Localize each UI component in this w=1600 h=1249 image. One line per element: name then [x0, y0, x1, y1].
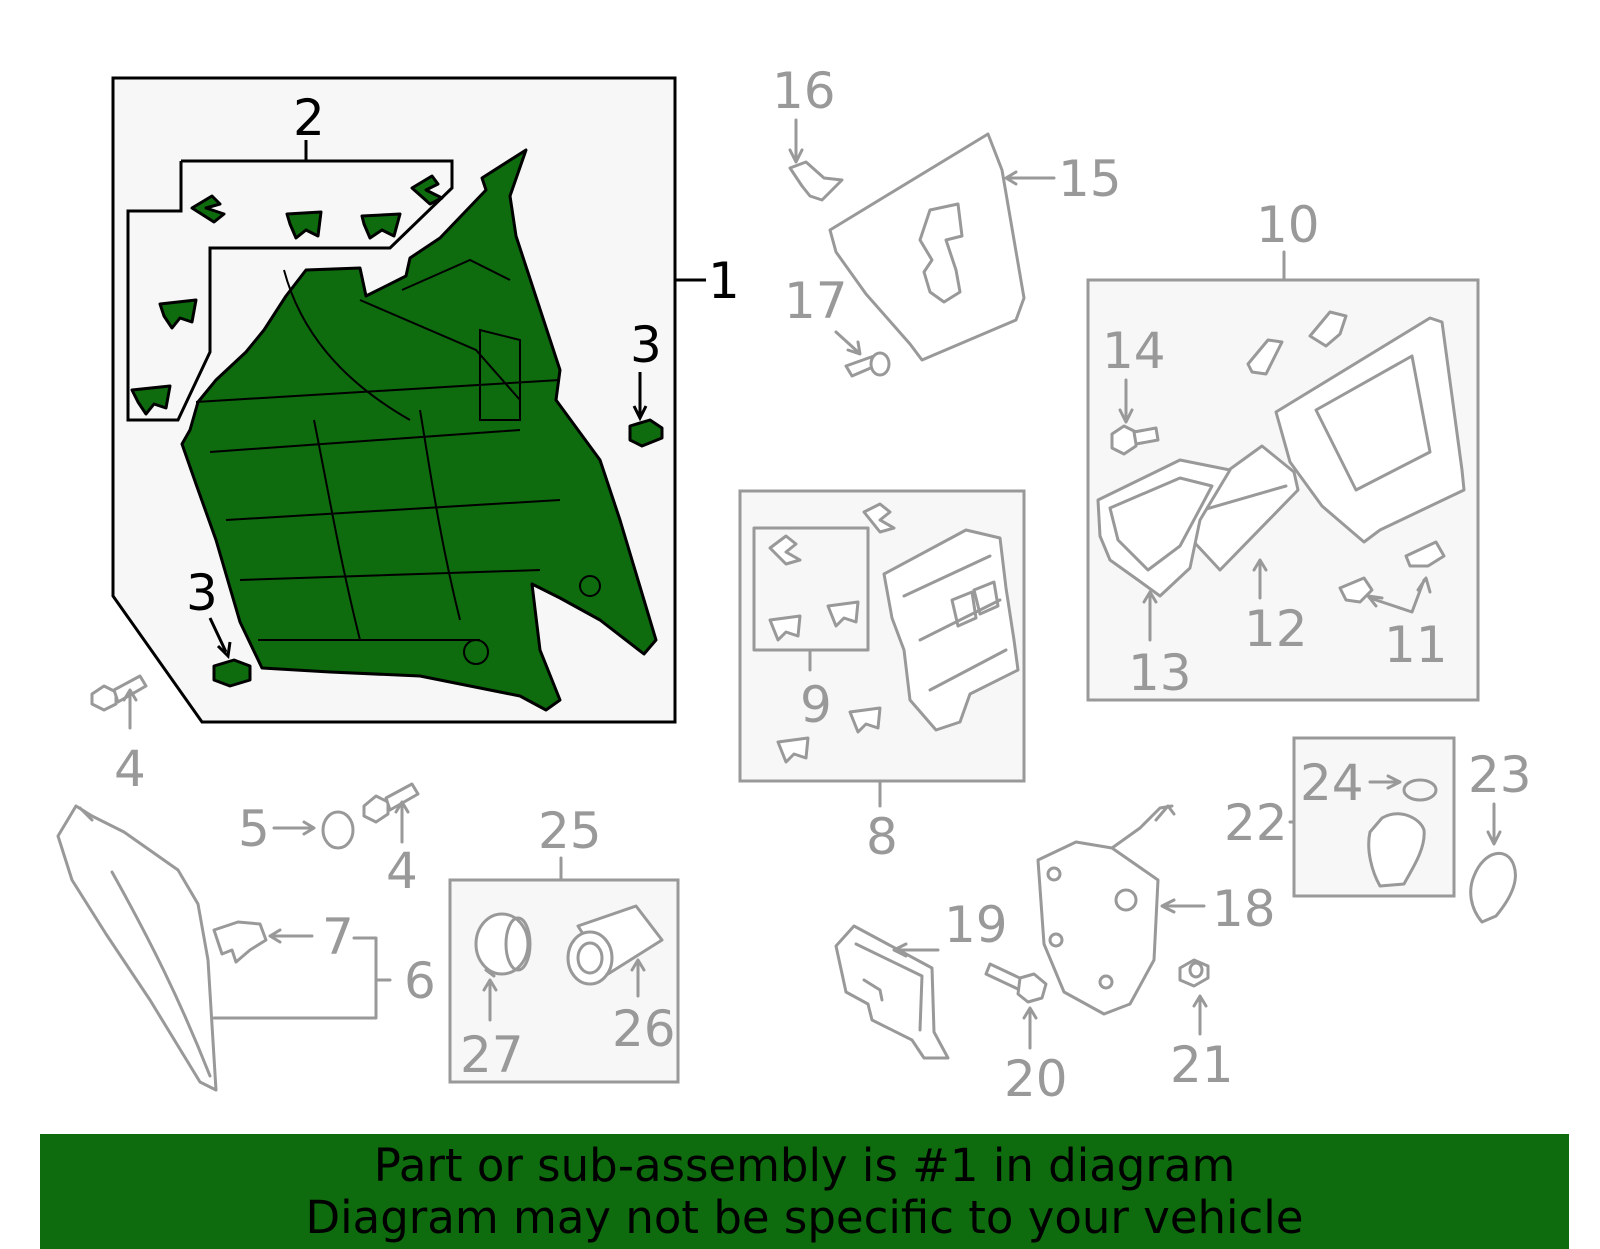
nut-part-3-lower-icon	[212, 658, 252, 688]
callout-22[interactable]: 22	[1224, 794, 1288, 852]
screw-part-17[interactable]: 17	[784, 272, 891, 378]
bolt-part-14-icon	[1110, 424, 1160, 456]
socket-part-26-icon	[566, 904, 664, 986]
callout-2[interactable]: 2	[293, 89, 325, 147]
callout-23[interactable]: 23	[1468, 746, 1532, 804]
callout-25[interactable]: 25	[538, 802, 602, 860]
callout-17[interactable]: 17	[784, 272, 848, 330]
callout-11[interactable]: 11	[1384, 616, 1448, 674]
callout-10[interactable]: 10	[1256, 196, 1320, 254]
bolt-part-4-right[interactable]: 4	[362, 782, 420, 900]
callout-27[interactable]: 27	[460, 1026, 524, 1084]
clip-part-9-icons	[768, 502, 896, 764]
panel-part-1[interactable]	[180, 148, 658, 712]
clip-part-16[interactable]: 16	[772, 62, 844, 202]
callout-20[interactable]: 20	[1004, 1050, 1068, 1108]
callout-26[interactable]: 26	[612, 1000, 676, 1058]
callout-9[interactable]: 9	[800, 676, 832, 734]
clip-part-2-icons	[130, 174, 444, 416]
callout-3-lower[interactable]: 3	[186, 564, 218, 622]
callout-13[interactable]: 13	[1128, 644, 1192, 702]
nut-part-21[interactable]: 21	[1170, 958, 1234, 1094]
bracket-part-8-icon	[882, 528, 1020, 732]
callout-5[interactable]: 5	[238, 800, 270, 858]
knob-part-22-icon	[1367, 812, 1426, 888]
group-25-sockets[interactable]: 25 27 26	[448, 802, 680, 1084]
callout-12[interactable]: 12	[1244, 600, 1308, 658]
trim-part-6[interactable]: 6	[56, 804, 436, 1092]
group-22-knob[interactable]: 22 24	[1224, 736, 1456, 898]
callout-15[interactable]: 15	[1058, 150, 1122, 208]
knob-part-23[interactable]: 23	[1468, 746, 1532, 924]
nut-part-3-upper-icon	[628, 418, 664, 448]
bracket-part-19[interactable]: 19	[834, 896, 1008, 1060]
callout-19[interactable]: 19	[944, 896, 1008, 954]
part-2-bracket	[126, 140, 454, 422]
ring-part-24-icon	[1402, 778, 1438, 802]
part-1-group[interactable]: 1 2 3 3	[111, 76, 740, 724]
callout-3-upper-arrow	[632, 372, 648, 422]
callout-7[interactable]: 7	[322, 908, 354, 966]
bolt-part-20[interactable]: 20	[984, 962, 1068, 1108]
clip-part-7[interactable]: 7	[212, 908, 354, 966]
bolt-part-4-left[interactable]: 4	[90, 674, 148, 798]
footer-banner: Part or sub-assembly is #1 in diagram Di…	[40, 1134, 1569, 1249]
callout-14[interactable]: 14	[1102, 322, 1166, 380]
callout-3-upper[interactable]: 3	[630, 316, 662, 374]
bezel-part-10-icon	[1274, 316, 1466, 544]
callout-1[interactable]: 1	[708, 252, 740, 310]
shifter-part-18[interactable]: 18	[1036, 804, 1276, 1016]
callout-3-lower-arrow	[208, 617, 232, 660]
group-8-bracket[interactable]: 8 9	[738, 489, 1026, 866]
washer-part-5[interactable]: 5	[238, 800, 355, 858]
clip-part-11-icons	[1246, 310, 1446, 604]
callout-8[interactable]: 8	[866, 808, 898, 866]
callout-18[interactable]: 18	[1212, 880, 1276, 938]
group-10-console[interactable]: 10 11 12 13 14	[1086, 196, 1480, 702]
callout-4-right[interactable]: 4	[386, 842, 418, 900]
callout-4-left[interactable]: 4	[114, 740, 146, 798]
callout-21[interactable]: 21	[1170, 1036, 1234, 1094]
footer-line-1: Part or sub-assembly is #1 in diagram	[373, 1139, 1236, 1192]
tray-part-13-icon	[1096, 458, 1232, 598]
callout-24[interactable]: 24	[1300, 754, 1364, 812]
socket-part-27-icon	[474, 912, 532, 978]
callout-16[interactable]: 16	[772, 62, 836, 120]
footer-line-2: Diagram may not be specific to your vehi…	[305, 1191, 1304, 1244]
bezel-part-15[interactable]: 15	[828, 132, 1122, 362]
callout-6[interactable]: 6	[404, 952, 436, 1010]
